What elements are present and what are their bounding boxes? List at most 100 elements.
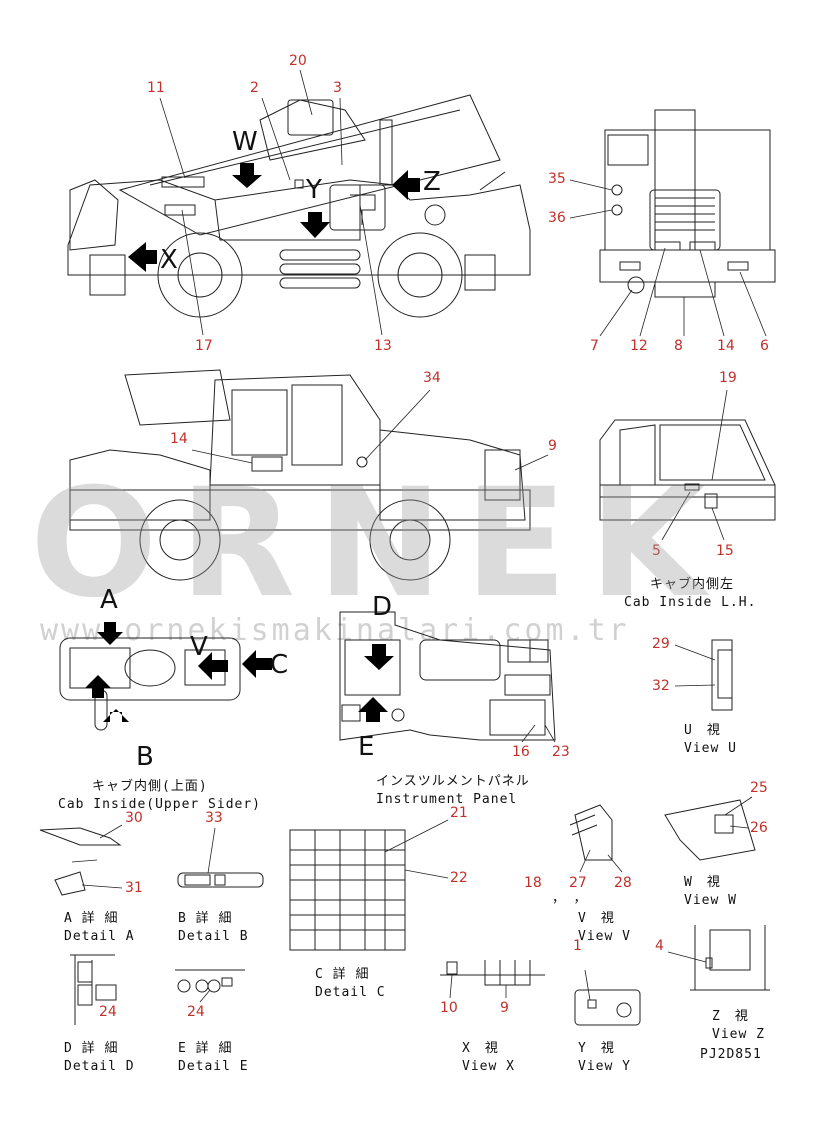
callout-14b: 14: [170, 431, 188, 447]
callout-24b: 24: [187, 1004, 205, 1020]
crane-front-view: 35 36 7 12 8 14 6: [548, 109, 776, 354]
view-z-jp: Z 視: [712, 1009, 749, 1024]
callout-4: 4: [655, 938, 664, 954]
cab-inside-lh-view: 19 5 15 キャブ内側左 Cab Inside L.H.: [599, 370, 776, 610]
view-w: 25 26 W 視 View W: [664, 780, 768, 908]
detail-a-jp: A 詳 細: [64, 910, 118, 926]
callout-25: 25: [750, 780, 768, 796]
drawing-code: PJ2D851: [700, 1047, 762, 1062]
callout-10: 10: [440, 1000, 458, 1016]
marker-b: B: [136, 742, 154, 772]
callout-31: 31: [125, 880, 143, 896]
cab-inside-lh-en: Cab Inside L.H.: [624, 595, 756, 610]
detail-d-en: Detail D: [64, 1059, 135, 1074]
detail-e-en: Detail E: [178, 1059, 249, 1074]
view-z-en: View Z: [712, 1027, 765, 1042]
detail-e: 24 E 詳 細 Detail E: [175, 969, 249, 1074]
callout-30: 30: [125, 810, 143, 826]
view-u-en: View U: [684, 741, 737, 756]
callout-17: 17: [195, 338, 213, 354]
callout-34: 34: [423, 370, 441, 386]
view-arrows-top: W Y Z X: [128, 127, 441, 275]
callout-3: 3: [333, 80, 342, 96]
view-v: 18 27 28 ， ， V 視 View V: [524, 804, 632, 944]
marker-w: W: [232, 127, 258, 157]
callout-24: 24: [99, 1004, 117, 1020]
crane-side-view: [67, 94, 531, 318]
detail-b-jp: B 詳 細: [178, 910, 232, 926]
side-view-callouts: 11 2 20 3 13 17: [147, 53, 392, 354]
callout-35: 35: [548, 171, 566, 187]
view-w-en: View W: [684, 893, 737, 908]
callout-6: 6: [760, 338, 769, 354]
callout-11: 11: [147, 80, 165, 96]
marker-d: D: [372, 592, 392, 622]
view-y-jp: Y 視: [578, 1041, 615, 1056]
detail-c-jp: C 詳 細: [315, 966, 369, 982]
instrument-panel-view: D E 16 23 インスツルメントパネル Instrument Panel: [339, 592, 570, 807]
callout-19: 19: [719, 370, 737, 386]
callout-12: 12: [630, 338, 648, 354]
callout-33: 33: [205, 810, 223, 826]
callout-7: 7: [590, 338, 599, 354]
detail-e-jp: E 詳 細: [178, 1040, 232, 1056]
marker-a: A: [100, 585, 118, 615]
view-x: 10 9 X 視 View X: [440, 960, 545, 1074]
callout-20: 20: [289, 53, 307, 69]
marker-c: C: [270, 650, 288, 680]
view-x-en: View X: [462, 1059, 515, 1074]
marker-z: Z: [423, 167, 441, 197]
callout-29: 29: [652, 636, 670, 652]
marker-e: E: [358, 732, 374, 762]
cab-upper-jp: キャブ内側(上面): [92, 778, 208, 794]
callout-15: 15: [716, 543, 734, 559]
detail-b: 33 B 詳 細 Detail B: [177, 810, 264, 944]
callout-8: 8: [674, 338, 683, 354]
callout-16: 16: [512, 744, 530, 760]
watermark-brand: ORNEK: [30, 457, 727, 631]
view-v-mark: ， ，: [552, 891, 588, 906]
detail-d-jp: D 詳 細: [64, 1040, 118, 1056]
marker-x: X: [160, 245, 178, 275]
detail-b-en: Detail B: [178, 929, 249, 944]
detail-c: 21 22 C 詳 細 Detail C: [289, 805, 468, 1000]
callout-9b: 9: [500, 1000, 509, 1016]
view-x-jp: X 視: [462, 1041, 499, 1056]
callout-21: 21: [450, 805, 468, 821]
view-w-jp: W 視: [684, 875, 721, 890]
cab-inside-upper-view: A B C V キャブ内側(上面) Cab Inside(Upper Sider…: [58, 585, 288, 812]
callout-36: 36: [548, 210, 566, 226]
crane-left-view: 34 14 9: [69, 369, 557, 581]
view-y: 1 Y 視 View Y: [573, 938, 641, 1074]
cab-upper-en: Cab Inside(Upper Sider): [58, 797, 261, 812]
detail-a: 30 31 A 詳 細 Detail A: [39, 810, 143, 944]
marker-v: V: [190, 632, 208, 662]
watermark-url: www.ornekismakinalari.com.tr: [40, 613, 630, 648]
callout-32: 32: [652, 678, 670, 694]
detail-a-en: Detail A: [64, 929, 135, 944]
callout-14: 14: [717, 338, 735, 354]
callout-23: 23: [552, 744, 570, 760]
callout-28: 28: [614, 875, 632, 891]
marker-y: Y: [305, 175, 322, 205]
callout-26: 26: [750, 820, 768, 836]
callout-18: 18: [524, 875, 542, 891]
callout-5: 5: [652, 543, 661, 559]
view-u: 29 32 U 視 View U: [652, 636, 737, 756]
view-v-en: View V: [578, 929, 631, 944]
instrument-panel-jp: インスツルメントパネル: [376, 774, 530, 789]
callout-27: 27: [569, 875, 587, 891]
view-u-jp: U 視: [684, 723, 721, 738]
callout-13: 13: [374, 338, 392, 354]
callout-2: 2: [250, 80, 259, 96]
view-z: 4 Z 視 View Z: [655, 925, 770, 1042]
view-y-en: View Y: [578, 1059, 631, 1074]
instrument-panel-en: Instrument Panel: [376, 792, 517, 807]
callout-1: 1: [573, 938, 582, 954]
detail-d: 24 D 詳 細 Detail D: [64, 954, 135, 1074]
view-v-jp: V 視: [578, 911, 615, 926]
callout-22: 22: [450, 870, 468, 886]
callout-9: 9: [548, 438, 557, 454]
